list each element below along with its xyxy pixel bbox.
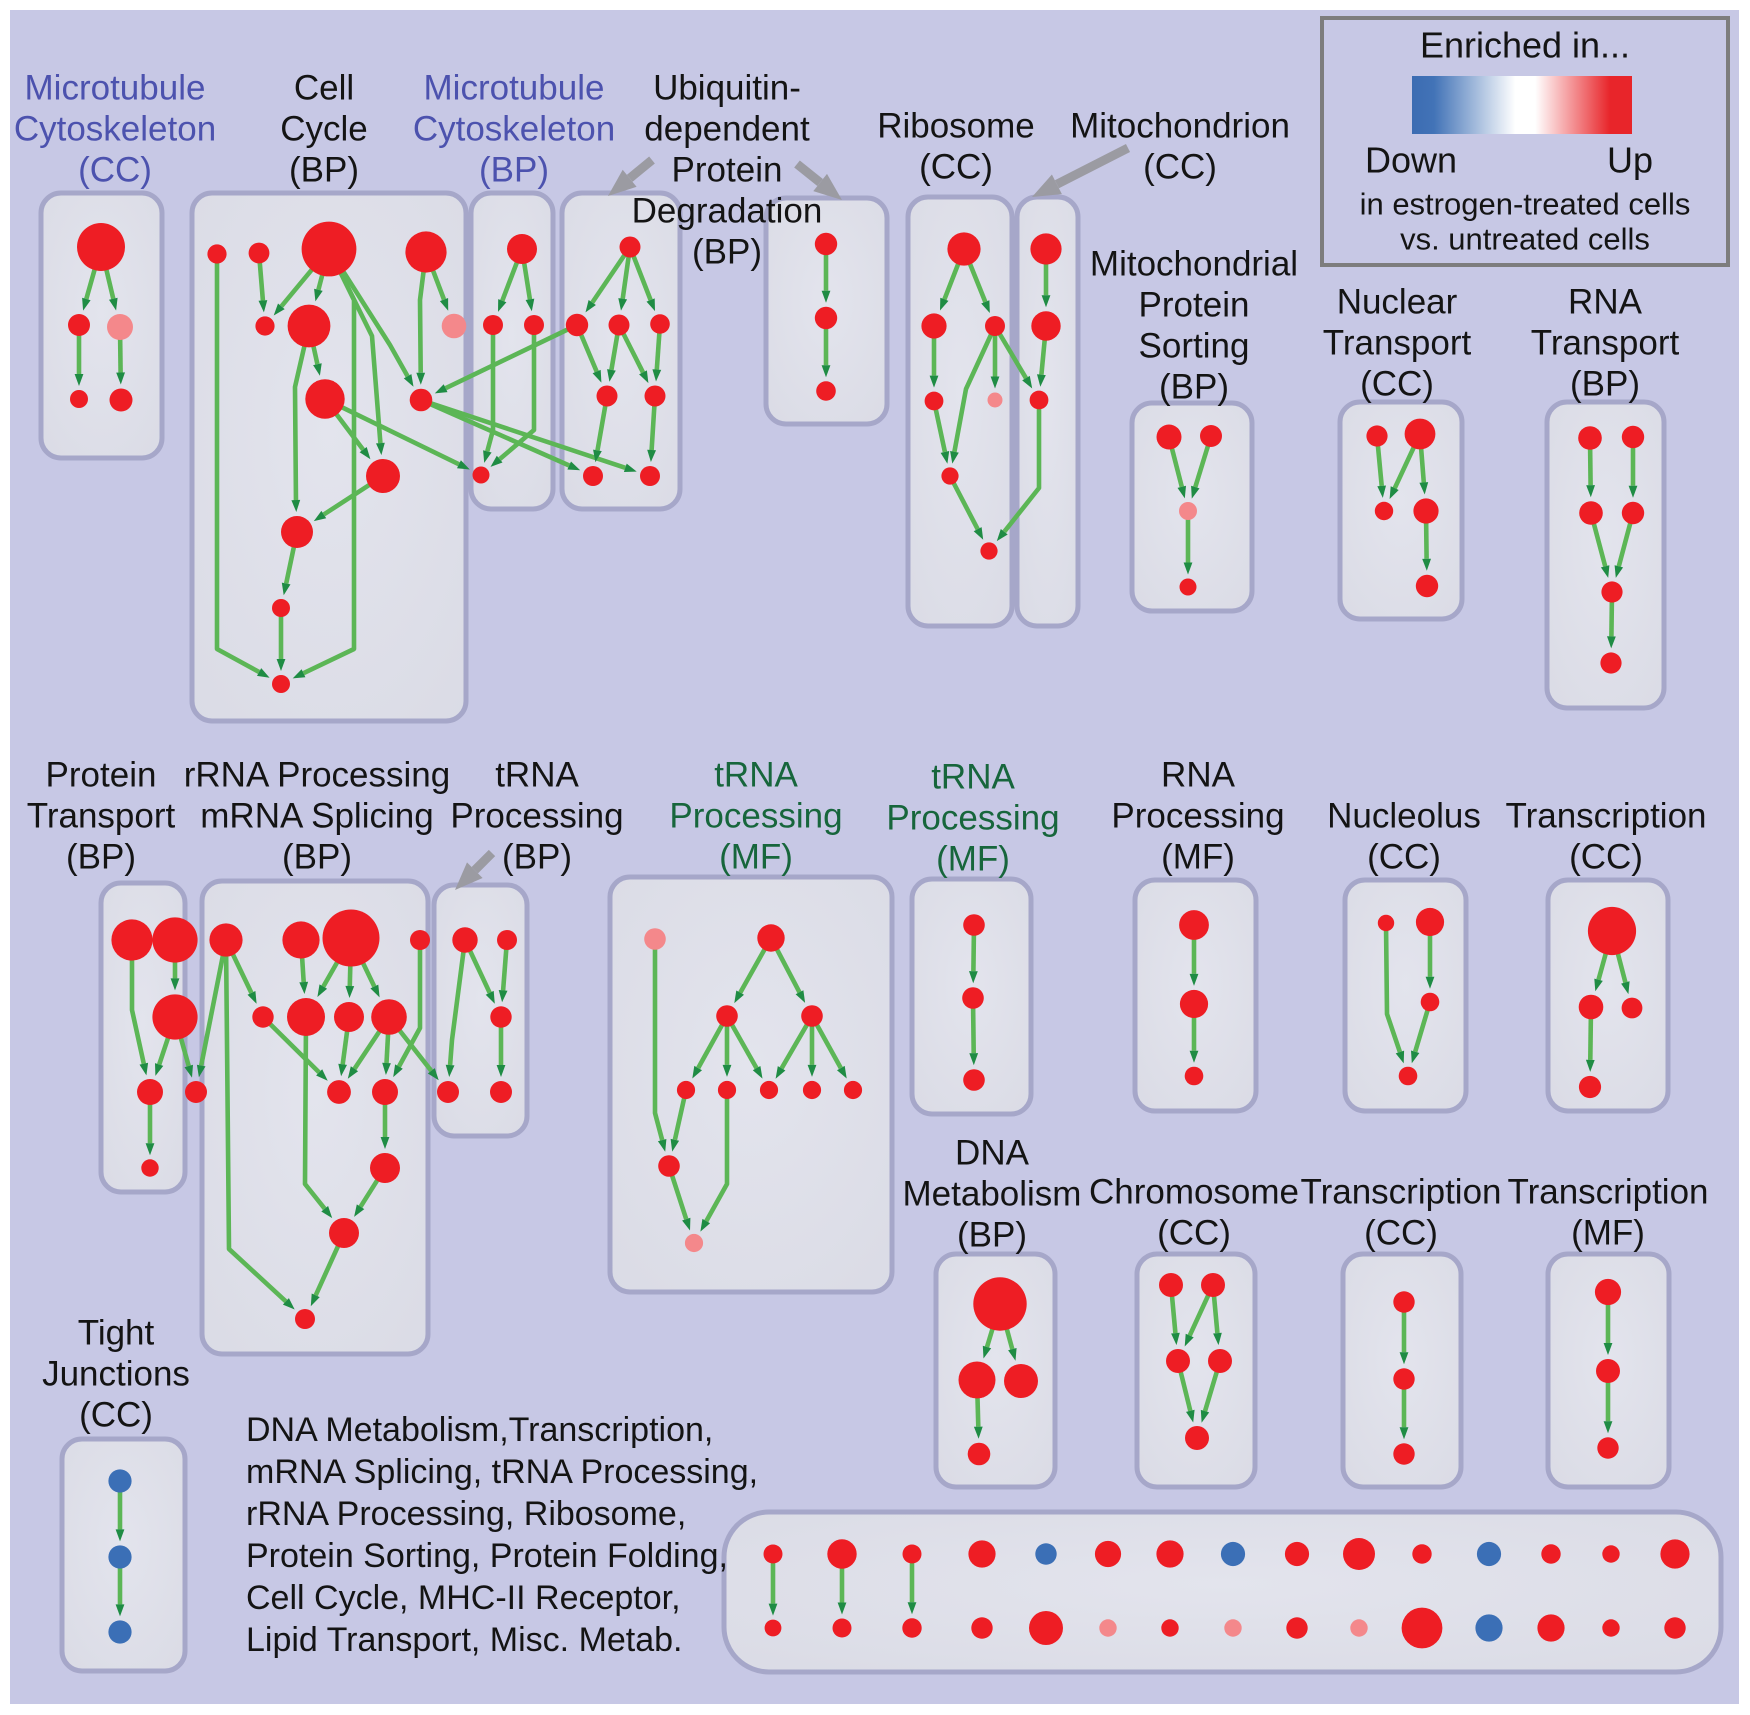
svg-text:Junctions: Junctions	[42, 1355, 190, 1394]
svg-text:Ubiquitin-: Ubiquitin-	[653, 69, 801, 108]
svg-text:(BP): (BP)	[957, 1216, 1027, 1255]
svg-text:rRNA Processing, Ribosome,: rRNA Processing, Ribosome,	[246, 1495, 686, 1533]
svg-text:tRNA: tRNA	[931, 758, 1015, 797]
svg-text:Tight: Tight	[78, 1314, 155, 1353]
svg-text:Processing: Processing	[886, 799, 1059, 838]
svg-text:mRNA Splicing, tRNA Processing: mRNA Splicing, tRNA Processing,	[246, 1453, 758, 1491]
svg-text:Cytoskeleton: Cytoskeleton	[413, 110, 615, 149]
svg-text:Microtubule: Microtubule	[25, 69, 206, 108]
svg-text:RNA: RNA	[1568, 283, 1643, 322]
svg-text:(CC): (CC)	[1157, 1214, 1231, 1253]
svg-text:vs. untreated cells: vs. untreated cells	[1400, 222, 1650, 257]
svg-text:Lipid Transport, Misc. Metab.: Lipid Transport, Misc. Metab.	[246, 1621, 683, 1659]
svg-text:Enriched in...: Enriched in...	[1420, 25, 1630, 66]
svg-text:(BP): (BP)	[479, 151, 549, 190]
svg-text:RNA: RNA	[1161, 756, 1236, 795]
svg-text:(CC): (CC)	[919, 148, 993, 187]
svg-text:Microtubule: Microtubule	[424, 69, 605, 108]
svg-text:(MF): (MF)	[936, 840, 1010, 879]
svg-text:Cell Cycle, MHC-II Receptor,: Cell Cycle, MHC-II Receptor,	[246, 1579, 681, 1617]
svg-text:Ribosome: Ribosome	[877, 107, 1035, 146]
svg-text:(MF): (MF)	[1571, 1214, 1645, 1253]
svg-text:Transcription: Transcription	[1506, 797, 1707, 836]
svg-text:(CC): (CC)	[1569, 838, 1643, 877]
svg-text:Down: Down	[1365, 140, 1457, 181]
svg-text:(CC): (CC)	[79, 1396, 153, 1435]
svg-text:DNA: DNA	[955, 1134, 1030, 1173]
svg-text:(CC): (CC)	[1143, 148, 1217, 187]
svg-text:(CC): (CC)	[1364, 1214, 1438, 1253]
svg-text:Mitochondrion: Mitochondrion	[1070, 107, 1290, 146]
svg-text:(CC): (CC)	[78, 151, 152, 190]
svg-text:(BP): (BP)	[1159, 368, 1229, 407]
svg-text:Sorting: Sorting	[1139, 327, 1250, 366]
svg-text:Mitochondrial: Mitochondrial	[1090, 245, 1298, 284]
svg-text:Cell: Cell	[294, 69, 354, 108]
svg-text:rRNA Processing: rRNA Processing	[184, 756, 450, 795]
svg-text:Chromosome: Chromosome	[1089, 1173, 1299, 1212]
svg-text:Nucleolus: Nucleolus	[1327, 797, 1481, 836]
svg-text:tRNA: tRNA	[714, 756, 798, 795]
svg-text:Metabolism: Metabolism	[903, 1175, 1082, 1214]
svg-text:Protein Sorting, Protein Foldi: Protein Sorting, Protein Folding,	[246, 1537, 728, 1575]
svg-text:Protein: Protein	[1139, 286, 1250, 325]
svg-text:Transport: Transport	[27, 797, 176, 836]
svg-text:Processing: Processing	[450, 797, 623, 836]
svg-text:DNA Metabolism,Transcription,: DNA Metabolism,Transcription,	[246, 1411, 713, 1449]
svg-text:Protein: Protein	[46, 756, 157, 795]
svg-text:Up: Up	[1607, 140, 1653, 181]
svg-text:(BP): (BP)	[502, 838, 572, 877]
svg-text:Processing: Processing	[669, 797, 842, 836]
svg-text:(BP): (BP)	[66, 838, 136, 877]
svg-text:tRNA: tRNA	[495, 756, 579, 795]
svg-text:Cytoskeleton: Cytoskeleton	[14, 110, 216, 149]
svg-text:mRNA Splicing: mRNA Splicing	[200, 797, 433, 836]
svg-text:Nuclear: Nuclear	[1337, 283, 1458, 322]
svg-text:Degradation: Degradation	[632, 192, 823, 231]
svg-text:(MF): (MF)	[719, 838, 793, 877]
svg-text:(CC): (CC)	[1367, 838, 1441, 877]
svg-text:(BP): (BP)	[282, 838, 352, 877]
svg-text:Protein: Protein	[672, 151, 783, 190]
svg-text:(BP): (BP)	[692, 233, 762, 272]
svg-text:in estrogen-treated cells: in estrogen-treated cells	[1360, 187, 1691, 222]
svg-text:Transport: Transport	[1531, 324, 1680, 363]
svg-text:Transport: Transport	[1323, 324, 1472, 363]
svg-text:(BP): (BP)	[1570, 365, 1640, 404]
svg-text:Transcription: Transcription	[1301, 1173, 1502, 1212]
svg-text:Processing: Processing	[1111, 797, 1284, 836]
svg-text:(CC): (CC)	[1360, 365, 1434, 404]
svg-text:(BP): (BP)	[289, 151, 359, 190]
svg-text:dependent: dependent	[644, 110, 810, 149]
svg-text:Transcription: Transcription	[1508, 1173, 1709, 1212]
svg-text:(MF): (MF)	[1161, 838, 1235, 877]
svg-text:Cycle: Cycle	[280, 110, 368, 149]
